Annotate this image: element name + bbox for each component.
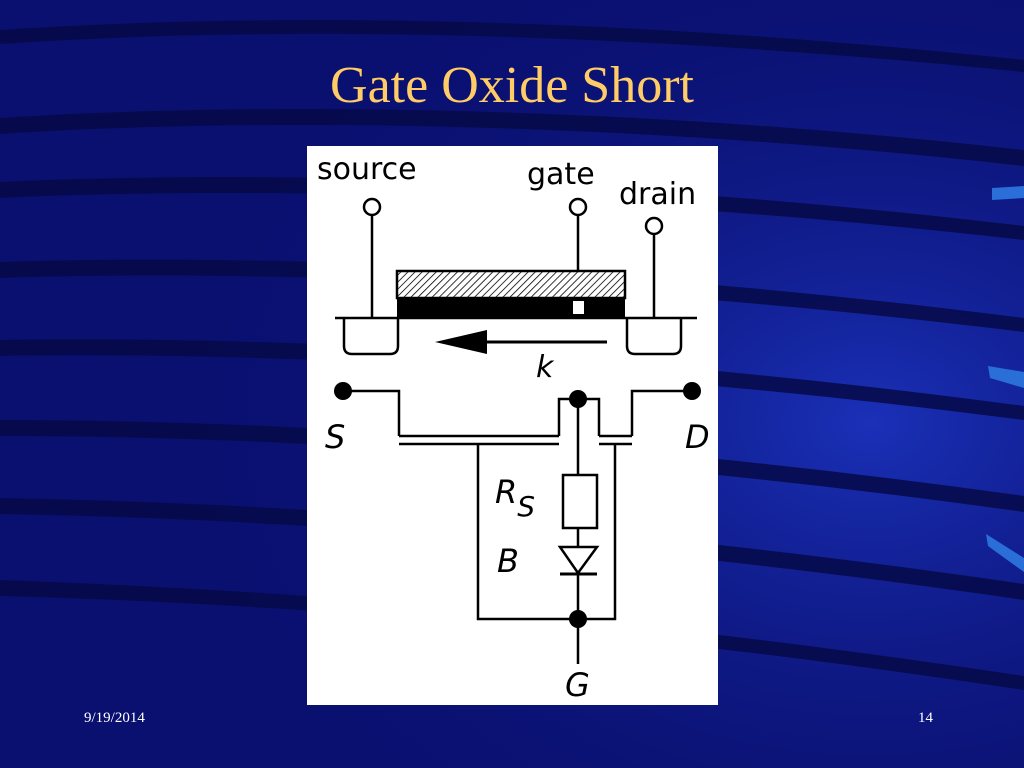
footer-date: 9/19/2014 xyxy=(84,710,145,726)
resistor-symbol xyxy=(561,473,599,530)
resistor-label: RS xyxy=(495,473,535,523)
diode-label: B xyxy=(497,542,519,580)
gate-node-dot xyxy=(569,390,587,408)
drain-well xyxy=(625,318,683,356)
mosfet-diagram-drawing: source gate drain xyxy=(317,152,710,704)
source-well xyxy=(342,318,400,356)
resistor-label-subscript: S xyxy=(517,490,535,523)
source-node-dot xyxy=(334,382,352,400)
gate-terminal-label: gate xyxy=(527,157,595,192)
resistor-label-main: R xyxy=(495,473,517,511)
gate-oxide xyxy=(397,298,625,318)
gate-contact xyxy=(568,197,588,217)
oxide-defect xyxy=(573,301,584,314)
source-contact xyxy=(362,197,382,217)
source-terminal-label: source xyxy=(317,152,417,187)
current-label: k xyxy=(536,350,555,385)
drain-terminal-label: drain xyxy=(619,177,696,212)
diode-symbol xyxy=(557,545,600,576)
transistor-schematic xyxy=(343,389,692,664)
bulk-node-dot xyxy=(569,610,587,628)
slide-title: Gate Oxide Short xyxy=(330,57,694,114)
mosfet-diagram: source gate drain xyxy=(307,146,718,705)
page-number: 14 xyxy=(918,710,933,726)
gate-node-label: G xyxy=(565,666,590,704)
drain-contact xyxy=(644,216,664,236)
source-node-label: S xyxy=(325,418,345,456)
accent-marks xyxy=(986,186,1024,572)
gate-polysilicon xyxy=(395,269,627,300)
drain-node-dot xyxy=(683,382,701,400)
current-arrow-head xyxy=(435,330,487,354)
drain-node-label: D xyxy=(685,418,710,456)
